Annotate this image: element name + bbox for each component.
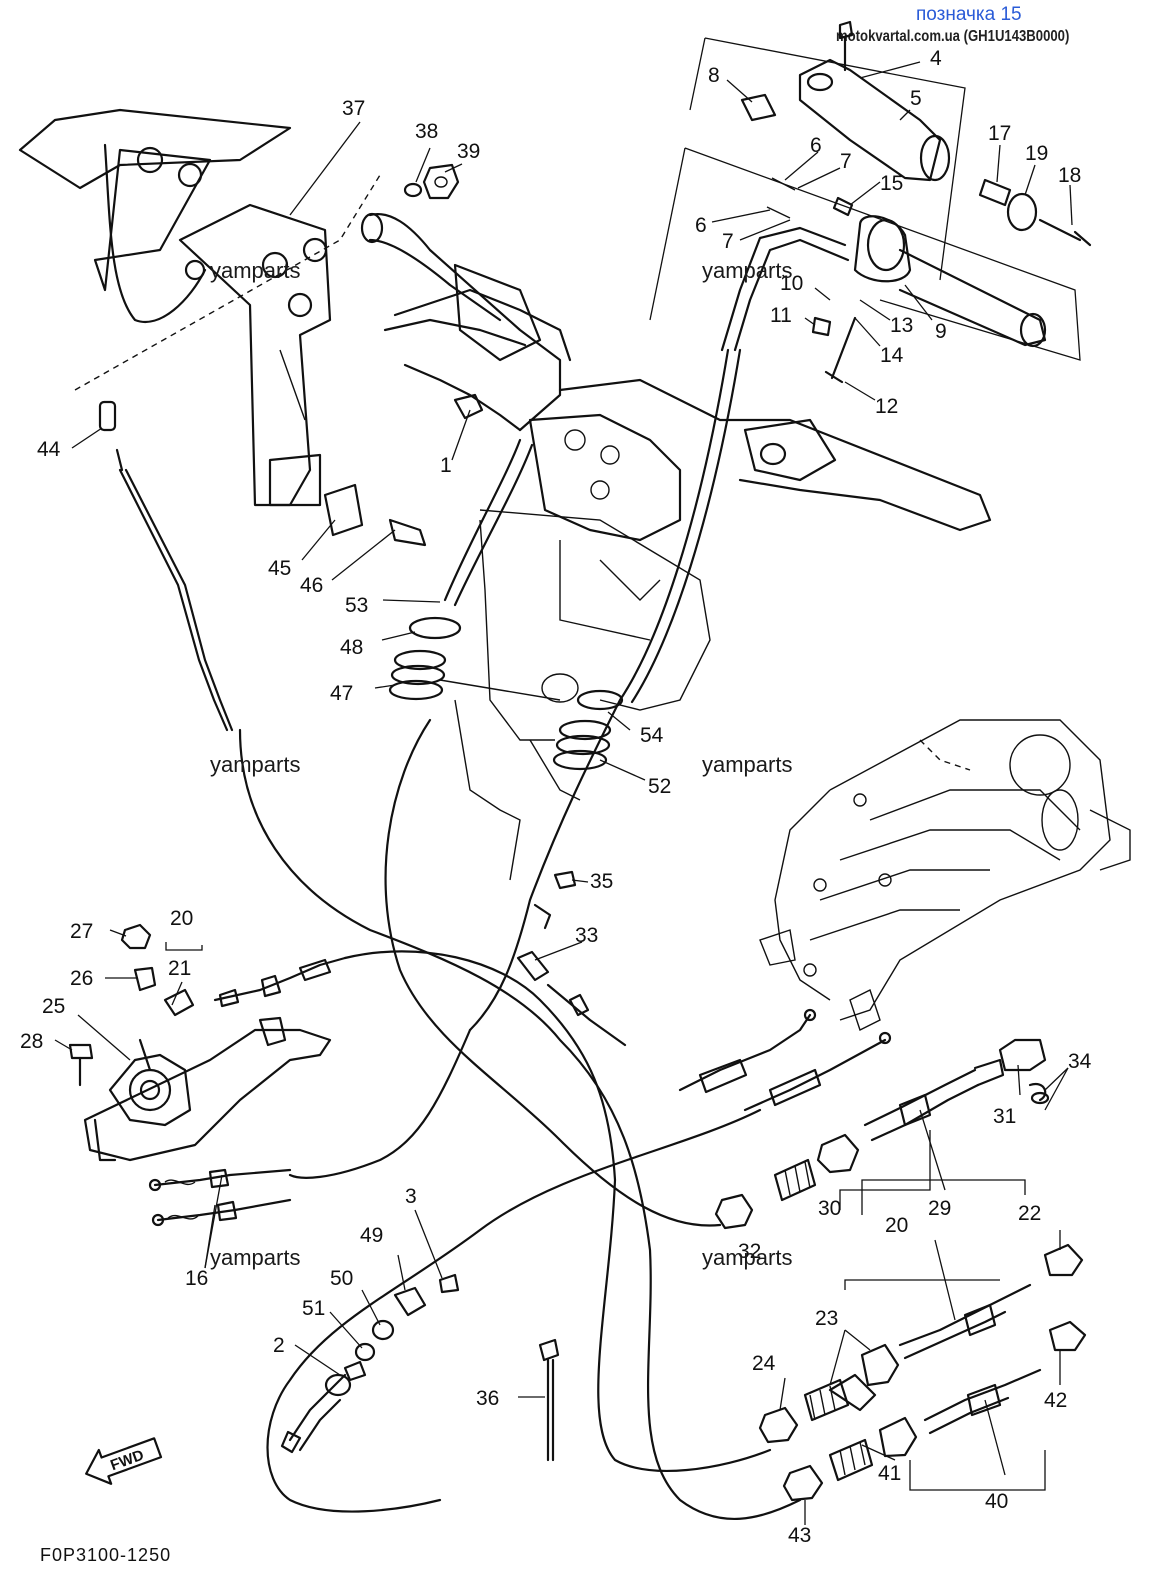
part-label-43: 43 xyxy=(788,1524,811,1547)
part-label-7a: 7 xyxy=(840,150,852,173)
tube-33-35 xyxy=(516,870,627,1047)
part-label-14: 14 xyxy=(880,344,904,367)
part-label-6b: 6 xyxy=(695,214,707,237)
throttle-grip-assembly xyxy=(649,20,1092,384)
watermark-text: yamparts xyxy=(702,1245,792,1270)
part-label-45: 45 xyxy=(268,557,291,580)
watermark-text: yamparts xyxy=(210,752,300,777)
part-label-53: 53 xyxy=(345,594,368,617)
part-label-20b: 20 xyxy=(885,1214,908,1237)
part-label-46: 46 xyxy=(300,574,323,597)
rubber-boots xyxy=(388,616,624,771)
part-label-41: 41 xyxy=(878,1462,901,1485)
part-label-25: 25 xyxy=(42,995,65,1018)
part-label-42: 42 xyxy=(1044,1389,1067,1412)
throttle-lever-assembly xyxy=(18,108,332,507)
header-title: позначка 15 xyxy=(916,4,1022,25)
diagram-code: F0P3100-1250 xyxy=(40,1545,172,1565)
part-label-3: 3 xyxy=(405,1185,417,1208)
adjuster-29-30-31 xyxy=(714,1038,1050,1230)
part-label-23: 23 xyxy=(815,1307,838,1330)
part-label-48: 48 xyxy=(340,636,363,659)
part-label-27: 27 xyxy=(70,920,93,943)
part-label-40: 40 xyxy=(985,1490,1008,1513)
fwd-arrow-icon: FWD xyxy=(85,1437,163,1485)
cable-1 xyxy=(403,363,534,607)
part-label-20a: 20 xyxy=(170,907,193,930)
joint-2-3-49-50-51 xyxy=(280,1273,460,1454)
part-label-4: 4 xyxy=(930,47,942,70)
leader-lines xyxy=(54,61,1073,1525)
adjuster-20-22-23 xyxy=(758,1243,1084,1444)
part-label-31: 31 xyxy=(993,1105,1016,1128)
adjuster-40-41-42-43 xyxy=(782,1320,1087,1502)
part-label-22: 22 xyxy=(1018,1202,1041,1225)
cable-tie-36 xyxy=(538,1338,560,1462)
part-label-39: 39 xyxy=(457,140,480,163)
part-label-33: 33 xyxy=(575,924,598,947)
part-label-36: 36 xyxy=(476,1387,499,1410)
nut-washer-38-39 xyxy=(403,163,460,200)
part-label-51: 51 xyxy=(302,1297,325,1320)
part-label-26: 26 xyxy=(70,967,93,990)
part-label-38: 38 xyxy=(415,120,438,143)
part-label-2: 2 xyxy=(273,1334,285,1357)
part-label-30: 30 xyxy=(818,1197,841,1220)
bracket-assembly-25 xyxy=(68,923,332,1162)
part-label-29: 29 xyxy=(928,1197,951,1220)
part-labels: 37 38 39 44 1 45 46 53 48 47 54 52 35 33… xyxy=(20,47,1092,1547)
part-label-44: 44 xyxy=(37,438,61,461)
bracket-45-bolt-46 xyxy=(323,483,427,547)
part-label-21: 21 xyxy=(168,957,191,980)
part-label-18: 18 xyxy=(1058,164,1081,187)
handlebar xyxy=(360,212,992,542)
part-label-5: 5 xyxy=(910,87,922,110)
steering-column xyxy=(439,509,711,881)
part-label-16: 16 xyxy=(185,1267,208,1290)
part-label-1: 1 xyxy=(440,454,452,477)
part-label-6a: 6 xyxy=(810,134,822,157)
part-label-12: 12 xyxy=(875,395,898,418)
part-label-34: 34 xyxy=(1068,1050,1092,1073)
part-label-9: 9 xyxy=(935,320,947,343)
part-label-8: 8 xyxy=(708,64,720,87)
header-source: motokvartal.com.ua (GH1U143B0000) xyxy=(836,28,1070,45)
part-label-52: 52 xyxy=(648,775,671,798)
part-label-10: 10 xyxy=(780,272,803,295)
part-label-32: 32 xyxy=(738,1240,761,1263)
part-label-28: 28 xyxy=(20,1030,43,1053)
part-label-54: 54 xyxy=(640,724,664,747)
part-label-37: 37 xyxy=(342,97,365,120)
part-label-47: 47 xyxy=(330,682,353,705)
part-label-35: 35 xyxy=(590,870,613,893)
engine-block xyxy=(759,719,1131,1031)
cable-ends-middle xyxy=(678,1008,892,1112)
part-label-17: 17 xyxy=(988,122,1011,145)
cable-end-upper xyxy=(213,956,347,1008)
part-label-15: 15 xyxy=(880,172,903,195)
part-label-50: 50 xyxy=(330,1267,353,1290)
watermark-text: yamparts xyxy=(702,258,792,283)
cable-ends-16 xyxy=(148,1168,292,1227)
part-label-24: 24 xyxy=(752,1352,776,1375)
watermark-text: yamparts xyxy=(210,1245,300,1270)
watermarks: yamparts yamparts yamparts yamparts yamp… xyxy=(210,258,792,1270)
cable-44 xyxy=(98,400,234,732)
part-label-11: 11 xyxy=(770,304,792,327)
part-label-7b: 7 xyxy=(722,230,734,253)
part-label-49: 49 xyxy=(360,1224,383,1247)
part-label-13: 13 xyxy=(890,314,913,337)
watermark-text: yamparts xyxy=(210,258,300,283)
part-label-19: 19 xyxy=(1025,142,1048,165)
watermark-text: yamparts xyxy=(702,752,792,777)
